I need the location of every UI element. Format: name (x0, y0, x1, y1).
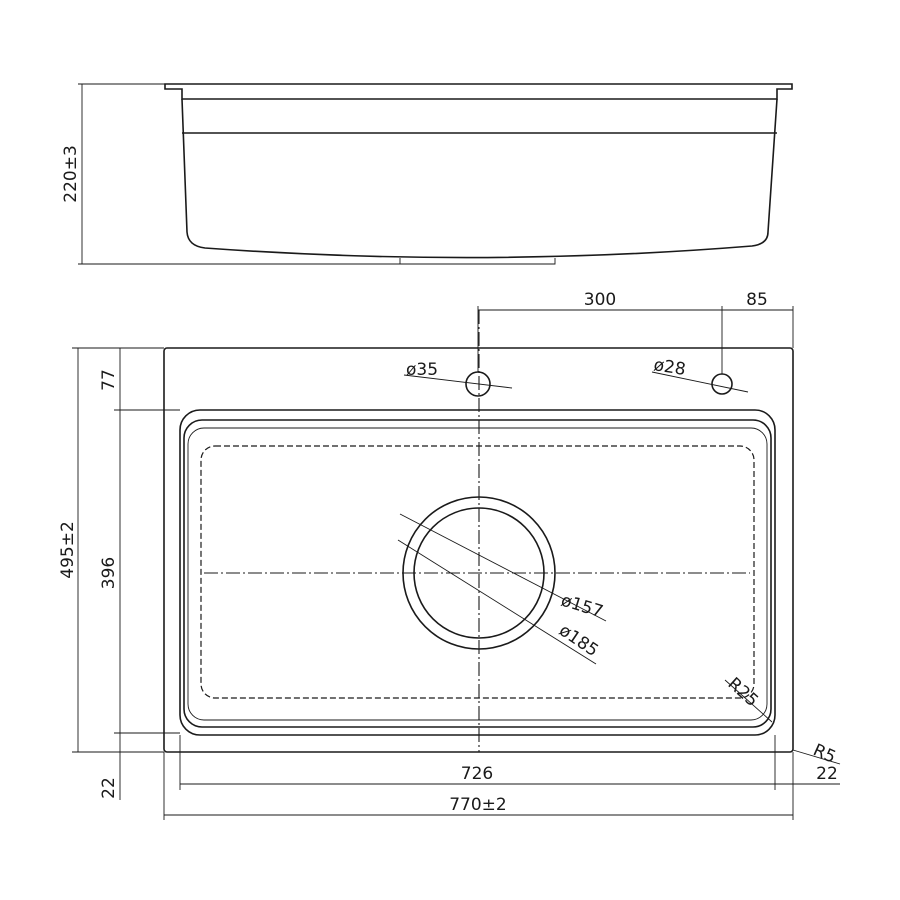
drain-outer-leader (397, 539, 597, 665)
top-view: ø35 ø28 300 85 ø157 ø185 R25 R5 495±2 77… (58, 290, 841, 820)
top-margin-label: 77 (99, 369, 119, 391)
drain-inner-ring (413, 507, 545, 639)
side-view-rim (164, 83, 793, 100)
drain-inner-label: ø157 (559, 591, 606, 623)
side-margin-label: 22 (816, 764, 838, 784)
overflow-hole-diameter-label: ø28 (652, 355, 687, 380)
bowl-width-label: 726 (461, 764, 493, 784)
drain-outer-ring (402, 496, 556, 650)
tap-hole-offset-label: 300 (584, 290, 616, 310)
bowl-rim-outer (179, 409, 776, 736)
drain-outer-label: ø185 (555, 621, 602, 662)
bowl-length-label: 396 (99, 557, 119, 589)
bowl-radius-label: R25 (724, 674, 762, 711)
side-view-bowl (181, 98, 778, 259)
overflow-hole-leader (651, 371, 749, 393)
side-view-drain (399, 258, 556, 265)
bowl-rim-step (187, 427, 768, 721)
tap-hole-edge-label: 85 (746, 290, 768, 310)
tap-hole-leader (403, 374, 513, 389)
corner-radius-leader (792, 749, 841, 765)
overall-length-label: 770±2 (449, 795, 507, 815)
tap-hole-diameter-label: ø35 (406, 360, 438, 380)
bowl-rim-inner (183, 419, 772, 728)
depth-label: 220±3 (61, 145, 81, 203)
bowl-floor (200, 445, 755, 699)
drain-inner-leader (399, 513, 607, 622)
overflow-hole (711, 373, 733, 395)
side-view: 220±3 (61, 83, 793, 265)
bottom-margin-label: 22 (99, 777, 119, 799)
overall-depth-label: 495±2 (58, 521, 78, 579)
bowl-radius-leader (724, 679, 773, 723)
